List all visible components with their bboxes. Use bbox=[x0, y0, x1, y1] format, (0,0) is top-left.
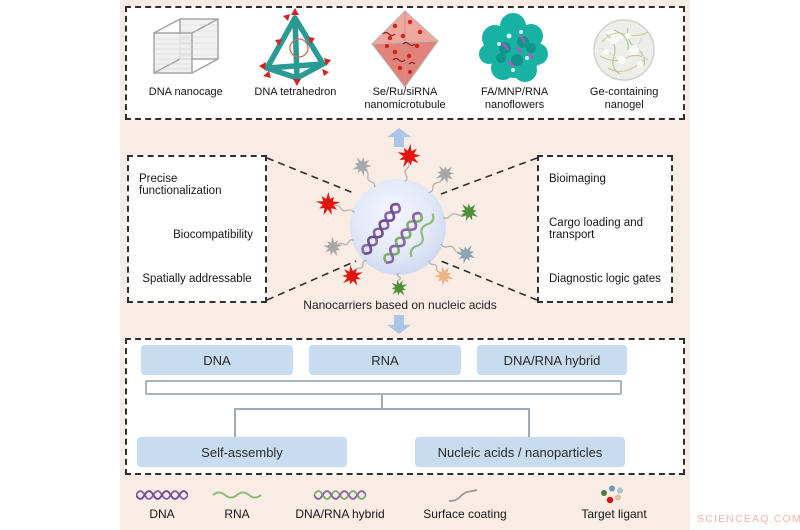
nanocarrier-sphere bbox=[350, 179, 446, 275]
property-item: Biocompatibility bbox=[173, 229, 253, 241]
flow-connector-stem bbox=[381, 395, 383, 408]
application-item: Bioimaging bbox=[549, 173, 606, 185]
structure-label-line: Se/Ru/siRNA bbox=[372, 86, 438, 98]
structure-label: Ge-containing nanogel bbox=[590, 86, 659, 112]
nanostructure-gallery-panel: DNA nanocage bbox=[125, 6, 685, 120]
structure-ge-containing-nanogel: Ge-containing nanogel bbox=[569, 10, 679, 116]
dna-nanocage-icon bbox=[146, 10, 226, 86]
dna-rna-hybrid-icon bbox=[314, 484, 366, 506]
legend-item-dna: DNA bbox=[130, 484, 194, 526]
structure-label-line: nanogel bbox=[604, 98, 644, 111]
structure-label-line: FA/MNP/RNA bbox=[480, 86, 549, 98]
flow-box-self-assembly: Self-assembly bbox=[137, 437, 347, 467]
flow-bus-bar bbox=[145, 380, 622, 395]
structure-label-line: nanomicrotubule bbox=[364, 98, 446, 111]
structure-label: Se/Ru/siRNA nanomicrotubule bbox=[364, 86, 445, 112]
flow-box-dna-rna-hybrid: DNA/RNA hybrid bbox=[477, 345, 627, 375]
target-ligand-icon bbox=[597, 484, 631, 506]
legend-label: Target ligant bbox=[581, 507, 647, 521]
flow-connector-horizontal bbox=[234, 408, 530, 410]
applications-panel: Bioimaging Cargo loading and transport D… bbox=[537, 155, 673, 303]
structure-label-line: nanoflowers bbox=[484, 98, 545, 111]
structure-dna-nanocage: DNA nanocage bbox=[131, 10, 241, 116]
application-item: Diagnostic logic gates bbox=[549, 273, 661, 285]
property-item: Spatially addressable bbox=[142, 273, 252, 285]
legend-item-target-ligand: Target ligant bbox=[558, 484, 670, 526]
se-ru-sirna-nanomicrotubule-icon bbox=[365, 10, 445, 88]
property-item: Precise functionalization bbox=[139, 173, 222, 197]
center-caption: Nanocarriers based on nucleic acids bbox=[303, 298, 497, 312]
flow-connector-drop-right bbox=[528, 408, 530, 437]
structure-label: DNA nanocage bbox=[149, 86, 223, 99]
structure-se-ru-sirna-nanomicrotubule: Se/Ru/siRNA nanomicrotubule bbox=[350, 10, 460, 116]
legend-item-dna-rna-hybrid: DNA/RNA hybrid bbox=[288, 484, 392, 526]
legend-label: RNA bbox=[224, 507, 250, 521]
fa-mnp-rna-nanoflowers-icon bbox=[475, 10, 555, 86]
legend-label: DNA/RNA hybrid bbox=[295, 507, 385, 521]
dna-tetrahedron-icon bbox=[255, 8, 335, 86]
structure-label: DNA tetrahedron bbox=[254, 86, 336, 99]
legend-label: Surface coating bbox=[423, 507, 507, 521]
flow-box-dna: DNA bbox=[141, 345, 293, 375]
watermark: SCIENCEAQ.COM bbox=[697, 513, 800, 525]
flow-box-rna: RNA bbox=[309, 345, 461, 375]
structure-label-line: DNA tetrahedron bbox=[254, 86, 337, 98]
application-item: Cargo loading and transport bbox=[549, 217, 643, 241]
legend-label: DNA bbox=[149, 507, 175, 521]
structure-dna-tetrahedron: DNA tetrahedron bbox=[241, 8, 351, 116]
surface-coating-icon bbox=[447, 484, 483, 506]
structure-label-line: Ge-containing bbox=[589, 86, 659, 98]
legend-item-rna: RNA bbox=[205, 484, 269, 526]
structure-fa-mnp-rna-nanoflowers: FA/MNP/RNA nanoflowers bbox=[460, 10, 570, 116]
rna-strand-icon bbox=[212, 484, 262, 506]
flow-connector-drop-left bbox=[234, 408, 236, 437]
structure-label-line: DNA nanocage bbox=[148, 86, 223, 98]
legend-item-surface-coating: Surface coating bbox=[415, 484, 515, 526]
flow-box-nucleic-acids-nanoparticles: Nucleic acids / nanoparticles bbox=[415, 437, 625, 467]
properties-panel: Precise functionalization Biocompatibili… bbox=[127, 155, 267, 303]
dna-helix-icon bbox=[136, 484, 188, 506]
ge-containing-nanogel-icon bbox=[584, 10, 664, 86]
structure-label: FA/MNP/RNA nanoflowers bbox=[481, 86, 548, 112]
